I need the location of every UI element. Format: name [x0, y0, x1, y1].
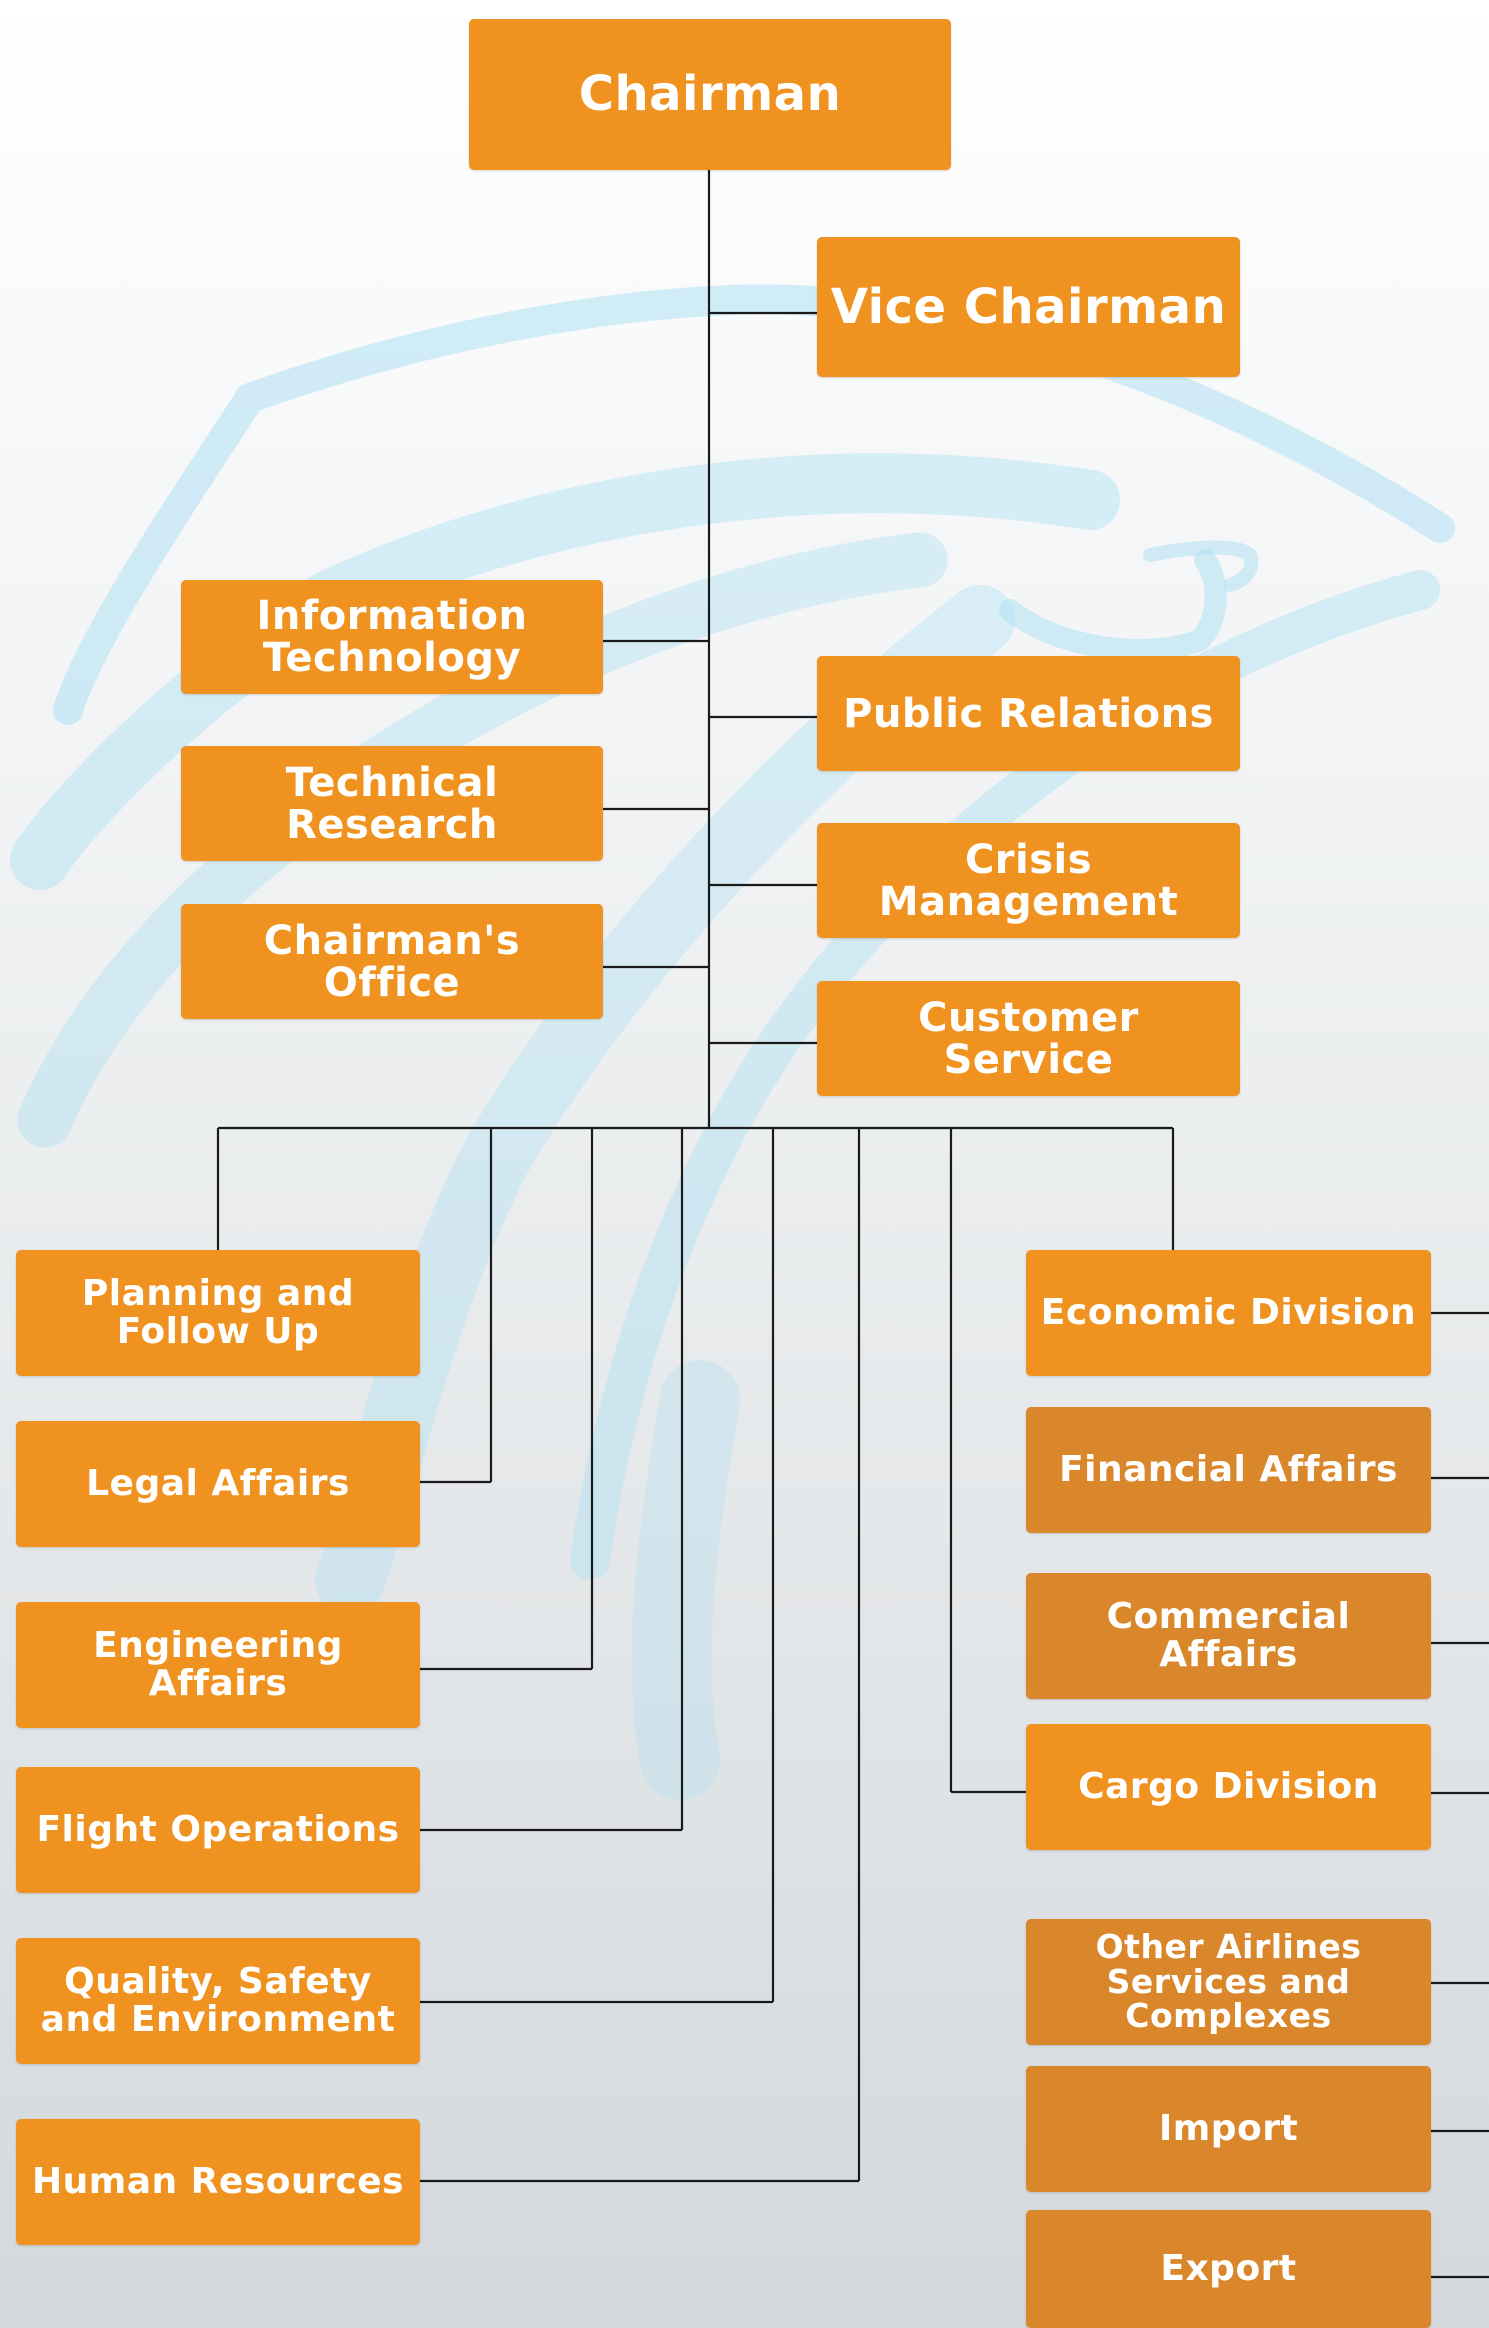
legal-affairs-box: Legal Affairs — [16, 1421, 420, 1547]
chairman-label: Chairman — [578, 66, 842, 123]
legal-affairs-label: Legal Affairs — [86, 1463, 350, 1505]
engineering-affairs-box: Engineering Affairs — [16, 1602, 420, 1728]
crisis-management-box: Crisis Management — [817, 823, 1240, 938]
chairmans-office-box: Chairman's Office — [181, 904, 603, 1019]
public-relations-box: Public Relations — [817, 656, 1240, 771]
quality-safety-environment-box: Quality, Safety and Environment — [16, 1938, 420, 2064]
vice-chairman-label: Vice Chairman — [830, 278, 1227, 335]
customer-service-label: Customer Service — [918, 994, 1139, 1083]
wing-stroke — [631, 1360, 740, 1800]
wing-stroke — [53, 284, 1455, 725]
vice-chairman-box: Vice Chairman — [817, 237, 1240, 377]
public-relations-label: Public Relations — [843, 690, 1214, 737]
planning-follow-up-box: Planning and Follow Up — [16, 1250, 420, 1376]
information-technology-box: Information Technology — [181, 580, 603, 694]
commercial-affairs-box: Commercial Affairs — [1026, 1573, 1431, 1699]
connector-lines — [216, 170, 1489, 2279]
export-label: Export — [1160, 2248, 1297, 2290]
import-label: Import — [1158, 2108, 1299, 2150]
export-box: Export — [1026, 2210, 1431, 2328]
engineering-affairs-label: Engineering Affairs — [93, 1625, 343, 1704]
technical-research-label: Technical Research — [285, 759, 499, 848]
customer-service-box: Customer Service — [817, 981, 1240, 1096]
flight-operations-label: Flight Operations — [36, 1809, 400, 1851]
economic-division-box: Economic Division — [1026, 1250, 1431, 1376]
wing-stroke — [10, 453, 1120, 890]
wing-eye — [1143, 540, 1259, 592]
flight-operations-box: Flight Operations — [16, 1767, 420, 1893]
wing-eye — [999, 549, 1227, 661]
other-airlines-box: Other Airlines Services and Complexes — [1026, 1919, 1431, 2045]
human-resources-label: Human Resources — [31, 2161, 405, 2203]
financial-affairs-label: Financial Affairs — [1059, 1449, 1398, 1491]
cargo-division-box: Cargo Division — [1026, 1724, 1431, 1850]
human-resources-box: Human Resources — [16, 2119, 420, 2245]
technical-research-box: Technical Research — [181, 746, 603, 861]
financial-affairs-box: Financial Affairs — [1026, 1407, 1431, 1533]
cargo-division-label: Cargo Division — [1078, 1766, 1379, 1808]
other-airlines-label: Other Airlines Services and Complexes — [1095, 1927, 1362, 2036]
commercial-affairs-label: Commercial Affairs — [1106, 1596, 1351, 1675]
crisis-management-label: Crisis Management — [878, 836, 1179, 925]
quality-safety-environment-label: Quality, Safety and Environment — [40, 1961, 396, 2040]
planning-follow-up-label: Planning and Follow Up — [81, 1273, 355, 1352]
import-box: Import — [1026, 2066, 1431, 2192]
chairman-box: Chairman — [469, 19, 951, 170]
information-technology-label: Information Technology — [256, 593, 528, 681]
economic-division-label: Economic Division — [1040, 1292, 1417, 1334]
chairmans-office-label: Chairman's Office — [263, 917, 521, 1006]
